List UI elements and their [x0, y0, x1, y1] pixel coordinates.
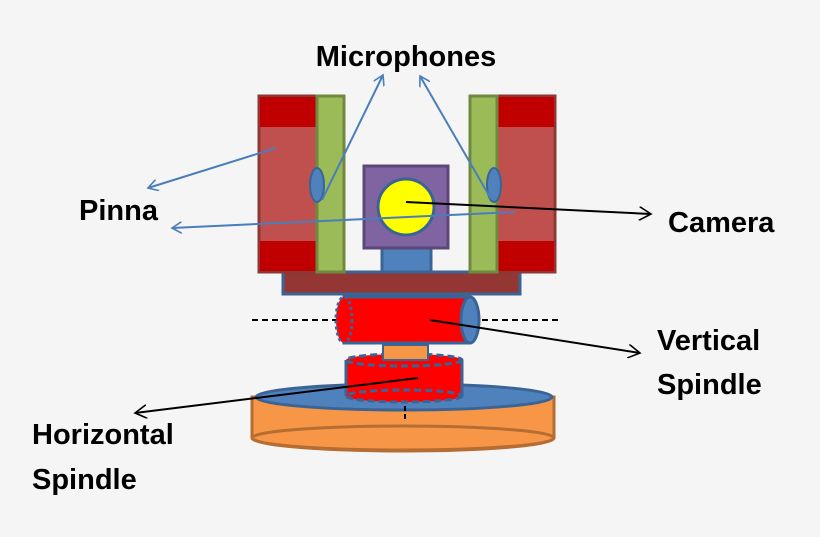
label-vertical-spindle-line2: Spindle	[657, 369, 762, 401]
horizontal-spindle	[344, 352, 464, 404]
label-horizontal-spindle-line1: Horizontal	[32, 419, 174, 451]
camera-lens	[376, 177, 436, 237]
arrow-camera	[405, 201, 651, 214]
arrow-microphone-right	[420, 76, 492, 200]
arrow-microphone-left	[321, 75, 383, 201]
arrow-horizontal-spindle	[135, 377, 419, 413]
label-vertical-spindle-line1: Vertical	[657, 325, 760, 357]
right-microphone	[486, 167, 502, 203]
left-microphone	[309, 167, 325, 203]
right-pinna	[468, 94, 557, 274]
base-plate	[281, 270, 522, 296]
label-horizontal-spindle-line2: Spindle	[32, 464, 137, 496]
arrow-pinna-left	[148, 147, 277, 188]
label-pinna: Pinna	[79, 195, 159, 227]
spindle-connector	[382, 344, 429, 361]
label-camera: Camera	[668, 207, 775, 239]
label-microphones: Microphones	[316, 41, 496, 73]
camera	[362, 164, 450, 250]
arrow-pinna-right	[172, 211, 516, 228]
left-pinna	[257, 94, 346, 274]
arrow-vertical-spindle	[429, 319, 640, 353]
vertical-spindle	[334, 295, 481, 345]
camera-neck	[380, 246, 433, 274]
